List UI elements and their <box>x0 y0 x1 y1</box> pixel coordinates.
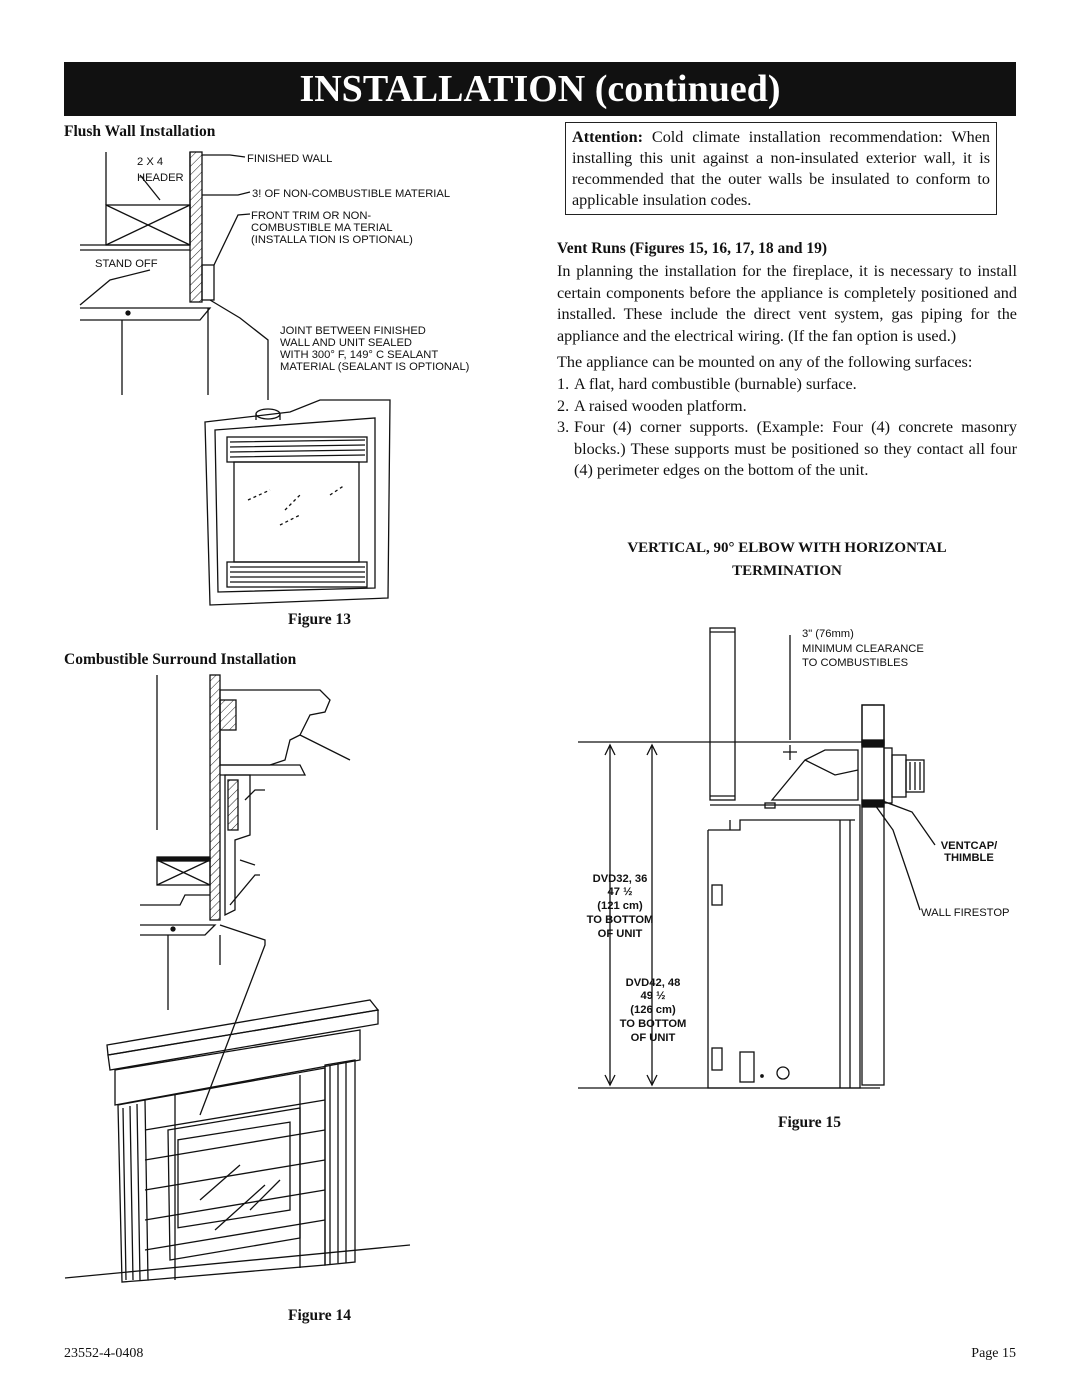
vent-runs-heading: Vent Runs (Figures 15, 16, 17, 18 and 19… <box>557 240 827 257</box>
figure-15-caption: Figure 15 <box>778 1114 841 1131</box>
label-dvd32-4: TO BOTTOM <box>586 914 654 926</box>
label-dvd42-1: DVD42, 48 <box>625 977 681 989</box>
label-dvd32-3: (121 cm) <box>597 900 643 912</box>
label-joint-2: WALL AND UNIT SEALED <box>280 337 413 349</box>
vertical-heading-2: TERMINATION <box>732 563 842 579</box>
label-clearance-1: 3" (76mm) <box>802 628 854 640</box>
label-noncombustible: 3! OF NON-COMBUSTIBLE MATERIAL <box>252 188 451 200</box>
label-joint-3: WITH 300° F, 149° C SEALANT <box>280 349 439 361</box>
vent-runs-paragraph: In planning the installation for the fir… <box>557 262 1017 345</box>
attention-text: Cold climate installation recommendation… <box>572 128 991 209</box>
label-ventcap-2: THIMBLE <box>944 852 994 864</box>
label-joint-1: JOINT BETWEEN FINISHED <box>280 325 426 337</box>
figure-14-caption: Figure 14 <box>288 1307 351 1324</box>
page-number: Page 15 <box>971 1346 1016 1361</box>
label-header: HEADER <box>137 172 184 184</box>
label-dvd32-2: 47 ½ <box>607 886 633 898</box>
figure-13-drawing <box>79 151 391 606</box>
label-clearance-2: MINIMUM CLEARANCE <box>802 643 924 655</box>
label-front-trim-2: COMBUSTIBLE MA TERIAL <box>251 222 393 234</box>
label-2x4: 2 X 4 <box>137 156 164 168</box>
label-dvd32-5: OF UNIT <box>597 928 643 940</box>
label-wall-firestop: WALL FIRESTOP <box>921 907 1010 919</box>
list-item: 3.Four (4) corner supports. (Example: Fo… <box>557 418 1017 479</box>
figure-14-drawing <box>64 674 411 1283</box>
label-front-trim-3: (INSTALLA TION IS OPTIONAL) <box>251 234 413 246</box>
combustible-surround-heading: Combustible Surround Installation <box>64 651 297 668</box>
label-joint-4: MATERIAL (SEALANT IS OPTIONAL) <box>280 361 470 373</box>
attention-label: Attention: <box>572 128 644 146</box>
label-dvd42-5: OF UNIT <box>630 1032 676 1044</box>
surfaces-intro: The appliance can be mounted on any of t… <box>557 353 973 371</box>
list-item: 2.A raised wooden platform. <box>557 396 747 415</box>
front-trim <box>201 264 215 301</box>
list-item: 1.A flat, hard combustible (burnable) su… <box>557 375 857 393</box>
page-banner-title: INSTALLATION (continued) <box>64 62 1016 116</box>
label-dvd42-2: 49 ½ <box>640 990 666 1002</box>
flush-wall-heading: Flush Wall Installation <box>64 123 216 140</box>
label-finished-wall: FINISHED WALL <box>247 153 333 165</box>
label-clearance-3: TO COMBUSTIBLES <box>802 657 909 669</box>
label-dvd42-4: TO BOTTOM <box>619 1018 687 1030</box>
figure-15-drawing <box>578 627 936 1089</box>
doc-number: 23552-4-0408 <box>64 1346 144 1361</box>
attention-box: Attention: Cold climate installation rec… <box>565 122 997 215</box>
label-ventcap-1: VENTCAP/ <box>940 840 998 852</box>
label-stand-off: STAND OFF <box>95 258 158 270</box>
surfaces-list: 1.A flat, hard combustible (burnable) su… <box>557 374 1017 482</box>
label-front-trim-1: FRONT TRIM OR NON- <box>251 210 372 222</box>
label-dvd32-1: DVD32, 36 <box>592 873 648 885</box>
vertical-heading-1: VERTICAL, 90° ELBOW WITH HORIZONTAL <box>627 540 947 556</box>
label-dvd42-3: (126 cm) <box>630 1004 676 1016</box>
figure-13-caption: Figure 13 <box>288 611 351 628</box>
hatched-wall <box>189 151 203 303</box>
